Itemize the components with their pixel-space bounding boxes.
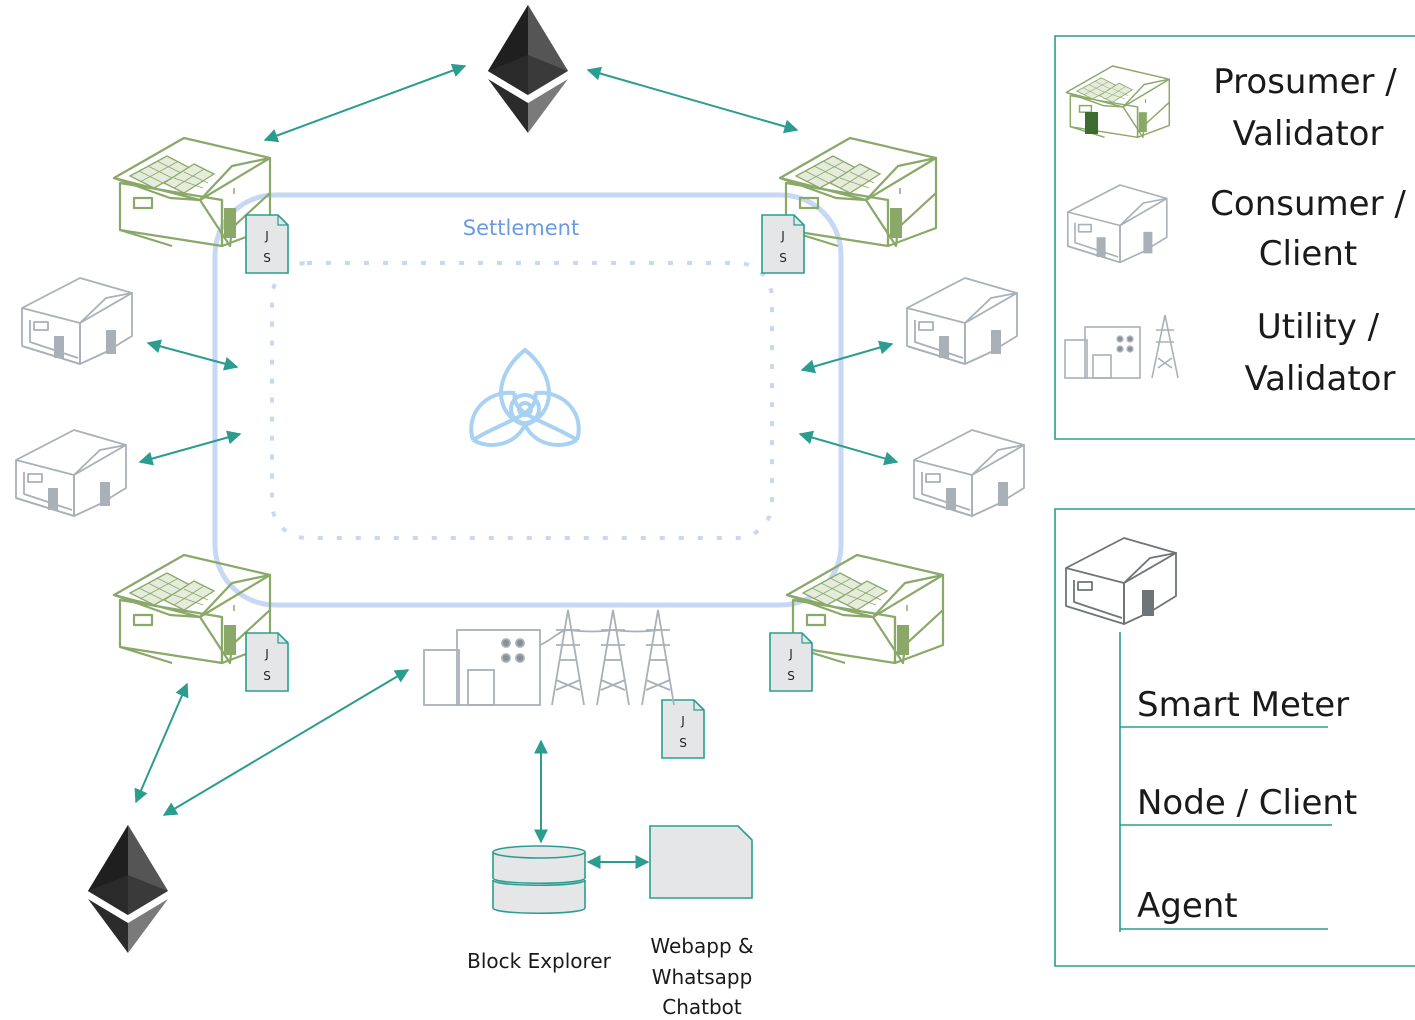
app-card-icon (649, 825, 753, 899)
svg-text:J: J (780, 229, 785, 243)
webapp-label-line1: Webapp & (650, 934, 753, 958)
consumer-house-icon (906, 277, 1018, 365)
consumer-house-icon (21, 277, 133, 365)
settlement-label: Settlement (463, 216, 579, 240)
legend-item-node-client: Node / Client (1137, 783, 1357, 823)
js-file-icon: J S (245, 632, 289, 692)
svg-text:Prosumer /: Prosumer / (1213, 62, 1397, 102)
settlement-inner-boundary (270, 261, 774, 540)
svg-text:J: J (264, 647, 269, 661)
svg-text:S: S (263, 251, 271, 265)
webapp-label-line3: Chatbot (662, 995, 742, 1019)
legend-stack: Smart Meter Node / Client Agent (1054, 508, 1415, 967)
consumer-house-icon (15, 429, 127, 517)
block-explorer-label: Block Explorer (467, 949, 611, 973)
svg-text:Validator: Validator (1233, 114, 1384, 154)
consumer-house-icon (1066, 184, 1168, 264)
js-file-icon: J S (769, 632, 813, 692)
utility-icon (1064, 314, 1179, 379)
svg-text:J: J (264, 229, 269, 243)
legend-roles: Prosumer / Validator Consumer / Client U… (1054, 35, 1415, 440)
svg-text:J: J (680, 714, 685, 728)
ethereum-icon (488, 5, 568, 133)
svg-text:S: S (787, 669, 795, 683)
legend-item-smart-meter: Smart Meter (1137, 685, 1349, 725)
legend-item-agent: Agent (1137, 886, 1238, 926)
js-file-icon: J S (245, 214, 289, 274)
tron-logo-icon (469, 347, 581, 447)
svg-text:J: J (788, 647, 793, 661)
connection-arrows (134, 63, 899, 869)
consumer-house-icon (913, 429, 1025, 517)
node-house-icon (1065, 537, 1177, 625)
svg-text:Validator: Validator (1245, 359, 1396, 399)
js-file-icon: J S (761, 214, 805, 274)
svg-text:Consumer /: Consumer / (1210, 184, 1406, 224)
svg-text:S: S (679, 736, 687, 750)
database-icon (492, 845, 586, 915)
ethereum-icon (88, 825, 168, 953)
svg-text:Utility /: Utility / (1257, 307, 1380, 347)
webapp-label-line2: Whatsapp (652, 965, 753, 989)
svg-text:S: S (779, 251, 787, 265)
svg-text:Client: Client (1259, 234, 1357, 274)
js-file-icon: J S (661, 699, 705, 759)
utility-icon (423, 609, 675, 706)
svg-text:S: S (263, 669, 271, 683)
settlement-boundary (212, 192, 844, 608)
